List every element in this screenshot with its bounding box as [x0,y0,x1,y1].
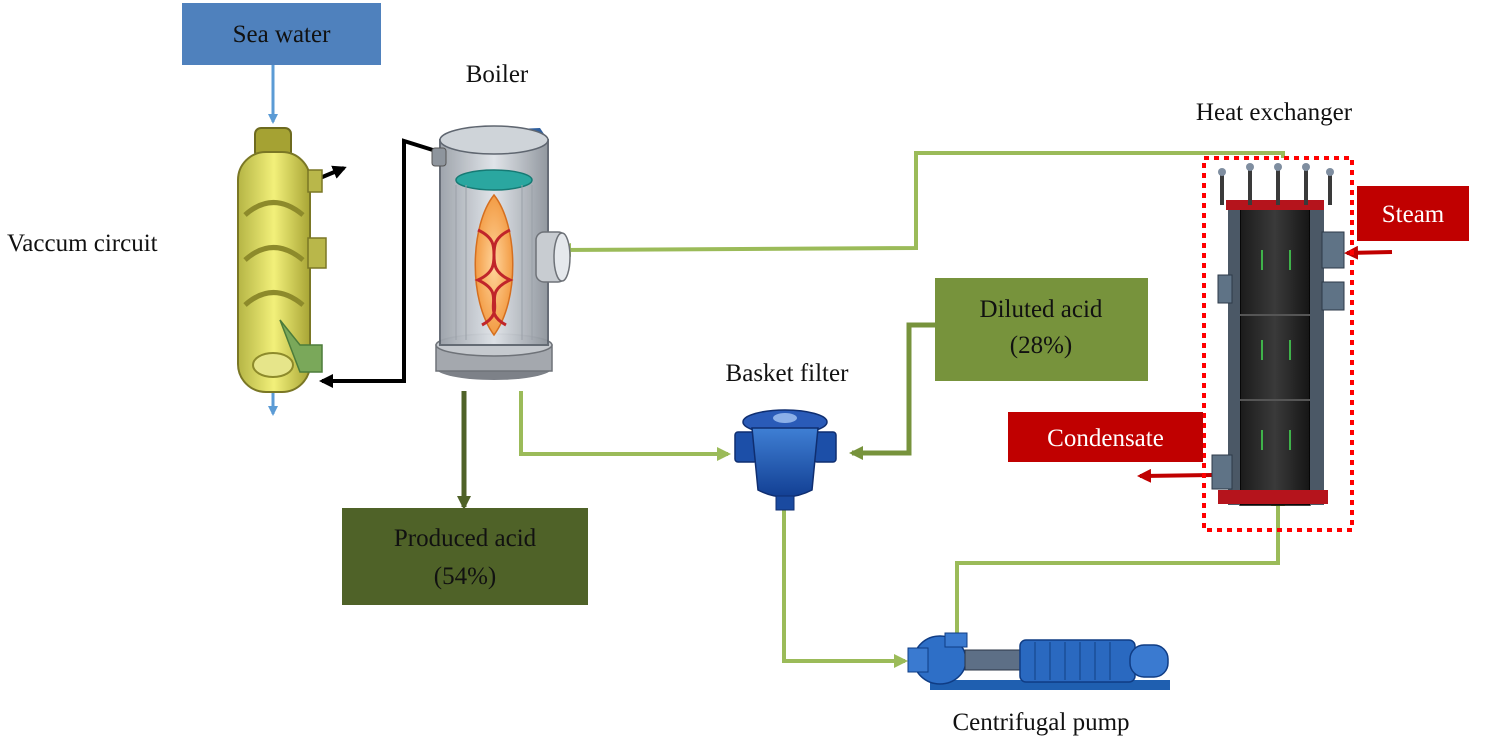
condensate-label: Condensate [1047,425,1164,452]
condenser-icon [237,127,327,393]
diluted-acid-box [935,278,1148,381]
centrifugal-pump-label: Centrifugal pump [952,709,1129,736]
vacuum-outlet-arrow [319,165,347,180]
produced-acid-box [342,508,588,605]
basket-filter-icon [734,409,837,511]
heat-exchanger-outline [1202,156,1354,532]
heat-exchanger-label: Heat exchanger [1196,99,1353,126]
produced-acid-concentration: (54%) [434,563,496,590]
filter-to-pump-line [782,510,908,668]
boiler-icon [431,125,571,380]
condensate-arrow [1137,468,1213,483]
boiler-to-filter-line [519,391,731,461]
hx-to-boiler-line [557,151,1285,257]
pump-to-hx-line [955,492,1285,635]
condensate-box [1008,412,1203,462]
diluted-acid-line [849,322,935,460]
vacuum-line [319,138,437,388]
produced-acid-label: Produced acid [394,525,537,552]
centrifugal-pump-icon [907,632,1170,690]
heat-exchanger-icon [1211,163,1345,506]
basket-filter-label: Basket filter [726,360,850,387]
sea-water-label: Sea water [233,21,332,48]
steam-label: Steam [1382,201,1445,228]
diluted-acid-concentration: (28%) [1010,332,1072,359]
steam-box [1357,186,1469,241]
steam-arrow [1344,245,1393,260]
vacuum-circuit-label: Vaccum circuit [7,230,158,257]
boiler-label: Boiler [466,61,529,88]
sea-water-box [182,3,381,65]
diluted-acid-label: Diluted acid [980,296,1103,323]
